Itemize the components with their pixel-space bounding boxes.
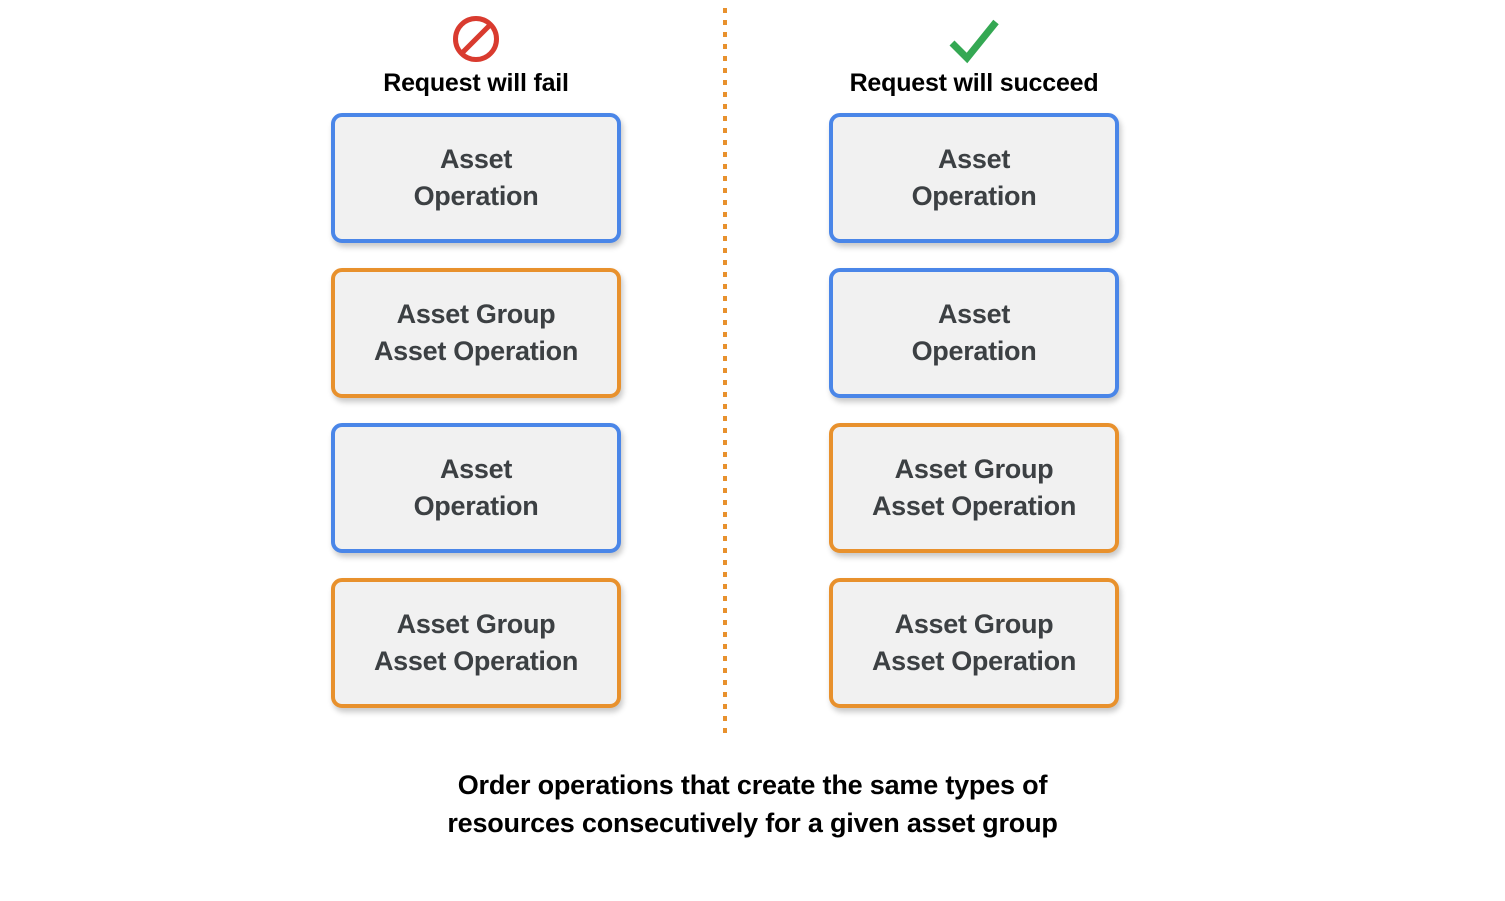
column-header-succeed: Request will succeed xyxy=(774,14,1174,98)
card-asset-operation[interactable]: Asset Operation xyxy=(331,423,621,553)
card-label: Asset Operation xyxy=(911,299,1037,366)
vertical-dotted-divider xyxy=(723,8,727,736)
card-asset-group-asset-operation[interactable]: Asset Group Asset Operation xyxy=(331,578,621,708)
column-header-label-fail: Request will fail xyxy=(383,69,569,97)
card-asset-group-asset-operation[interactable]: Asset Group Asset Operation xyxy=(829,578,1119,708)
card-label: Asset Operation xyxy=(911,144,1037,211)
checkmark-icon xyxy=(774,14,1174,64)
prohibition-icon xyxy=(276,14,676,64)
card-asset-operation[interactable]: Asset Operation xyxy=(829,268,1119,398)
card-asset-group-asset-operation[interactable]: Asset Group Asset Operation xyxy=(829,423,1119,553)
card-label: Asset Operation xyxy=(413,454,539,521)
card-label: Asset Group Asset Operation xyxy=(373,609,579,676)
card-stack-fail: Asset Operation Asset Group Asset Operat… xyxy=(331,113,621,708)
card-stack-succeed: Asset Operation Asset Operation Asset Gr… xyxy=(829,113,1119,708)
column-header-label-succeed: Request will succeed xyxy=(849,69,1099,97)
card-label: Asset Group Asset Operation xyxy=(871,609,1077,676)
card-label: Asset Group Asset Operation xyxy=(871,454,1077,521)
card-asset-operation[interactable]: Asset Operation xyxy=(829,113,1119,243)
card-label: Asset Operation xyxy=(413,144,539,211)
diagram-caption: Order operations that create the same ty… xyxy=(447,770,1058,838)
column-header-fail: Request will fail xyxy=(276,14,676,98)
card-label: Asset Group Asset Operation xyxy=(373,299,579,366)
card-asset-group-asset-operation[interactable]: Asset Group Asset Operation xyxy=(331,268,621,398)
card-asset-operation[interactable]: Asset Operation xyxy=(331,113,621,243)
